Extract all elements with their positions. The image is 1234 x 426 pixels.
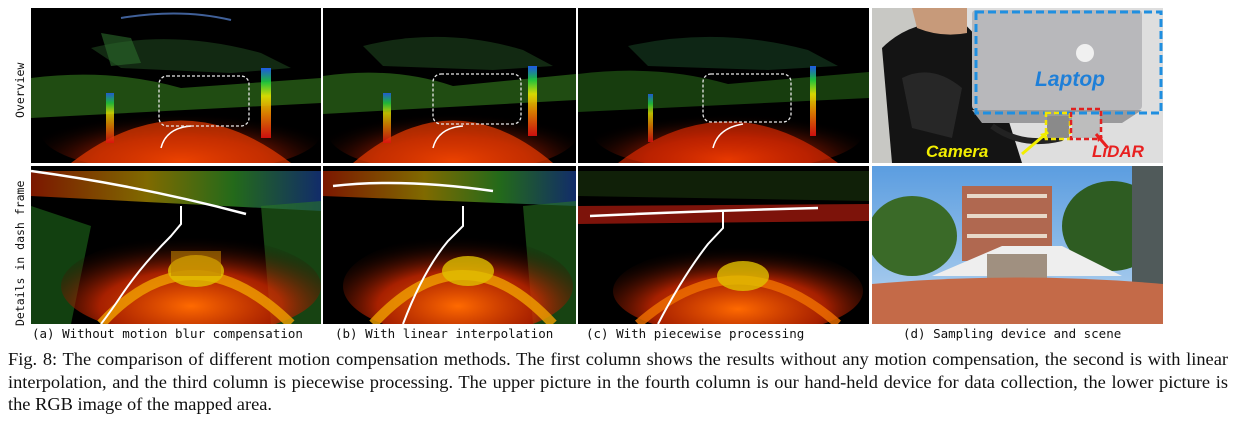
figure-caption-text: The comparison of different motion compe… — [8, 349, 1228, 414]
subcaption-b: (b) With linear interpolation — [335, 326, 554, 341]
subcaption-a: (a) Without motion blur compensation — [32, 326, 303, 341]
row-label-details: Details in dash frame — [13, 180, 27, 326]
subcaption-d: (d) Sampling device and scene — [903, 326, 1122, 341]
detail-panel-c — [578, 166, 869, 324]
camera-label: Camera — [926, 142, 989, 161]
detail-panel-a — [31, 166, 321, 324]
device-photo: Laptop Camera LiDAR — [872, 8, 1163, 163]
overview-panel-a — [31, 8, 321, 163]
lidar-label: LiDAR — [1092, 142, 1144, 161]
overview-panel-c — [578, 8, 869, 163]
overview-panel-b — [323, 8, 576, 163]
laptop-label: Laptop — [1035, 68, 1105, 91]
scene-photo — [872, 166, 1163, 324]
row-label-overview: Overview — [13, 62, 27, 118]
figure-label: Fig. 8: — [8, 349, 58, 369]
detail-panel-b — [323, 166, 576, 324]
figure-caption: Fig. 8: The comparison of different moti… — [8, 348, 1228, 416]
subcaption-c: (c) With piecewise processing — [586, 326, 805, 341]
